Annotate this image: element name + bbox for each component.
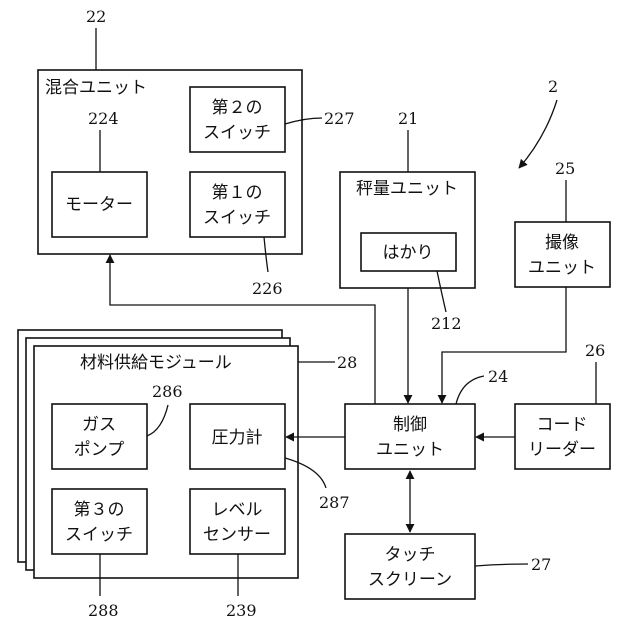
motor-label: モーター	[65, 195, 133, 215]
switch1-line2: スイッチ	[203, 208, 271, 228]
code-reader-line2: リーダー	[528, 440, 596, 460]
material-module-ref: 28	[337, 353, 357, 372]
gas-pump-line2: ポンプ	[74, 440, 125, 460]
switch2-line1: 第２の	[212, 98, 263, 118]
control-unit-ref: 24	[488, 367, 508, 386]
figure-ref: 2	[548, 77, 558, 96]
control-unit-line2: ユニット	[376, 440, 444, 460]
level-sensor-line1: レベル	[212, 500, 263, 520]
switch3-line2: スイッチ	[65, 525, 133, 545]
control-unit-line1: 制御	[393, 415, 427, 435]
control-unit-leader	[456, 376, 484, 404]
switch3-line1: 第３の	[74, 500, 125, 520]
pressure-gauge-label: 圧力計	[212, 428, 263, 448]
mixing-unit-title: 混合ユニット	[45, 78, 147, 98]
switch1-ref: 226	[252, 279, 283, 298]
touch-screen-leader	[475, 564, 528, 566]
figure-ref-arrow	[519, 100, 557, 168]
material-module-title: 材料供給モジュール	[80, 353, 232, 373]
level-sensor-line2: センサー	[203, 525, 271, 545]
touch-screen-line1: タッチ	[385, 545, 436, 565]
imaging-unit-line1: 撮像	[545, 233, 579, 253]
touch-screen-ref: 27	[531, 555, 551, 574]
weighing-unit-title: 秤量ユニット	[356, 179, 458, 199]
level-sensor-ref: 239	[226, 601, 257, 620]
switch2-ref: 227	[324, 109, 355, 128]
imaging-unit-line2: ユニット	[528, 258, 596, 278]
motor-ref: 224	[88, 109, 119, 128]
switch2-line2: スイッチ	[203, 123, 271, 143]
weighing-unit-ref: 21	[398, 109, 418, 128]
pressure-gauge-ref: 287	[319, 493, 350, 512]
switch1-line1: 第１の	[212, 183, 263, 203]
code-reader-ref: 26	[585, 341, 605, 360]
imaging-unit-ref: 25	[555, 159, 575, 178]
scale-ref: 212	[431, 314, 462, 333]
mixing-unit-ref: 22	[86, 7, 106, 26]
code-reader-line1: コード	[537, 415, 588, 435]
switch3-ref: 288	[88, 601, 119, 620]
touch-screen-line2: スクリーン	[368, 570, 452, 590]
gas-pump-line1: ガス	[82, 415, 116, 435]
scale-label: はかり	[383, 243, 434, 263]
gas-pump-ref: 286	[152, 382, 183, 401]
